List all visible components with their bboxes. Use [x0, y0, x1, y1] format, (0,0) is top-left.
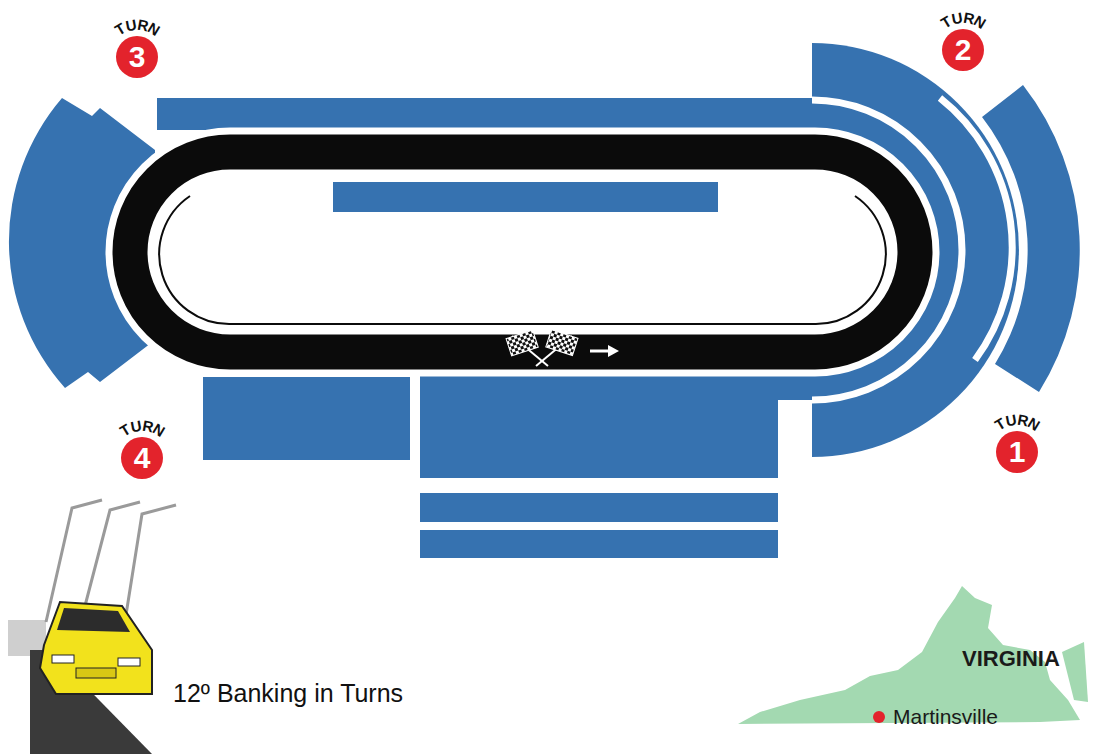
- city-dot: [873, 711, 885, 723]
- state-map: VIRGINIA Martinsville: [735, 583, 1090, 728]
- banked-car-illustration: [8, 500, 176, 754]
- parking-band: [420, 530, 778, 558]
- state-name: VIRGINIA: [962, 647, 1060, 671]
- track-border: [130, 152, 915, 352]
- turn-marker: TURN2: [941, 28, 985, 72]
- city-name: Martinsville: [893, 705, 998, 728]
- backstretch-grandstand: [157, 98, 814, 130]
- frontstretch-grandstand: [776, 373, 814, 400]
- direction-arrow: [590, 345, 619, 357]
- turn-number: 4: [120, 436, 164, 480]
- infield-building: [333, 182, 718, 212]
- apron-line: [159, 196, 886, 324]
- checkered-flags: [506, 330, 578, 366]
- turn-marker: TURN1: [995, 430, 1039, 474]
- turn-number: 2: [941, 28, 985, 72]
- stand-gap: [940, 98, 1012, 360]
- turn-marker: TURN3: [115, 35, 159, 79]
- frontstretch-grandstand: [203, 377, 410, 460]
- banking-note: 12º Banking in Turns: [173, 680, 403, 708]
- turn-marker: TURN4: [120, 436, 164, 480]
- grandstands: [9, 43, 1080, 558]
- frontstretch-grandstand: [420, 373, 778, 478]
- turn-number: 1: [995, 430, 1039, 474]
- outer-grandstand: [982, 85, 1080, 392]
- race-track: [130, 152, 915, 352]
- parking-band: [420, 493, 778, 522]
- turn-number: 3: [115, 35, 159, 79]
